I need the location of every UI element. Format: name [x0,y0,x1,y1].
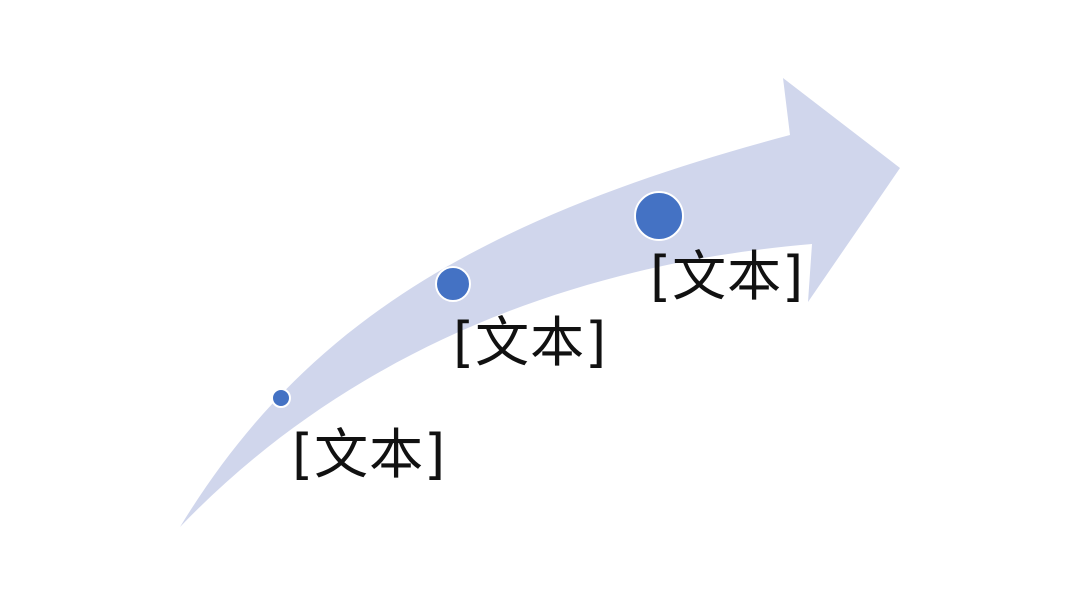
step-3-dot [634,191,684,241]
step-1-dot [271,388,291,408]
step-3-label: [文本] [650,245,805,308]
step-2-label: [文本] [453,311,608,374]
step-2-dot [435,266,471,302]
step-1-label: [文本] [292,423,447,486]
curved-arrow [180,78,900,527]
